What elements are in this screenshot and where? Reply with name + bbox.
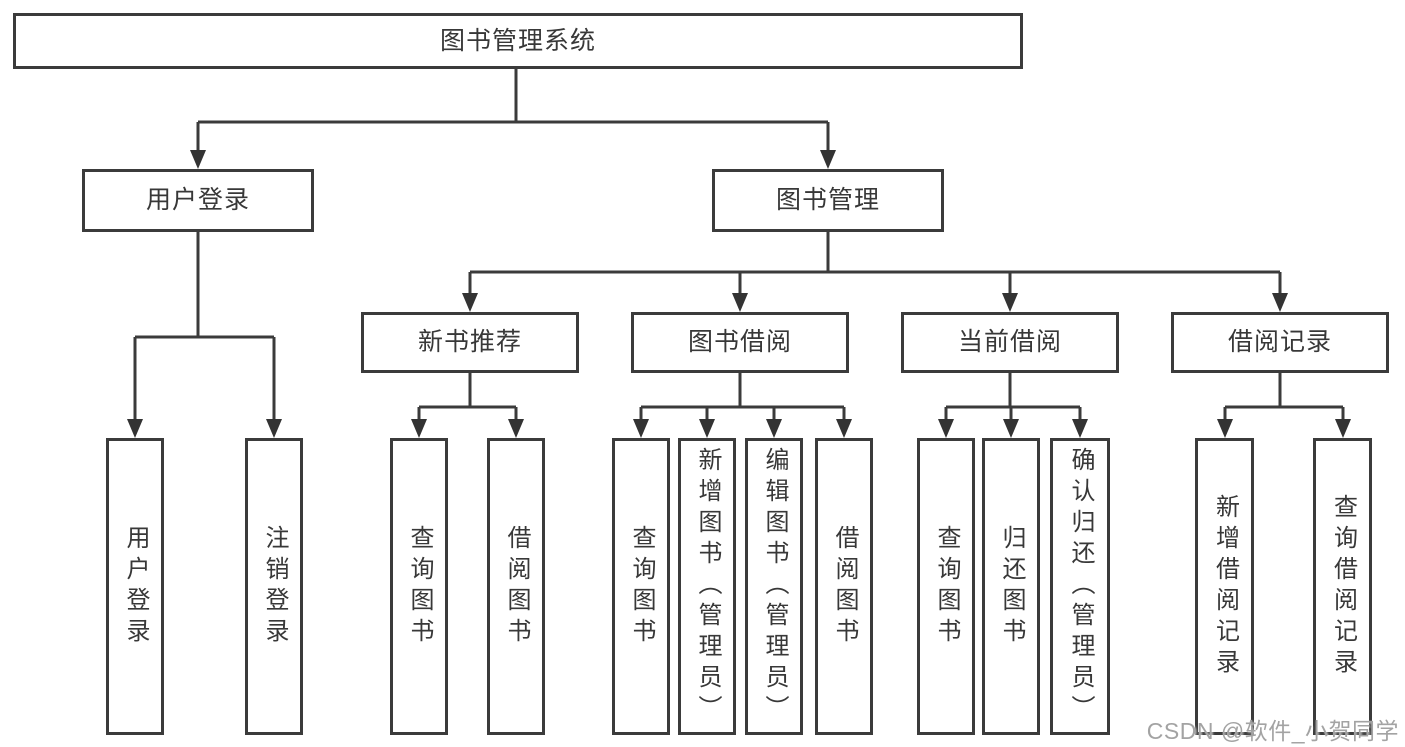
leaf-borrow-books-recommend-label: 借阅图书: [503, 524, 530, 649]
arrowhead: [1072, 419, 1088, 438]
leaf-query-books-current-label: 查询图书: [933, 524, 960, 649]
node-book-management-label: 图书管理: [775, 186, 880, 214]
leaf-query-borrow-record-label: 查询借阅记录: [1329, 493, 1357, 680]
node-current-borrowing-label: 当前借阅: [957, 328, 1062, 356]
node-current-borrowing: 当前借阅: [901, 312, 1119, 373]
leaf-add-borrow-record-label: 新增借阅记录: [1211, 493, 1239, 680]
edge-user-login-to-leaves: [133, 232, 276, 421]
leaf-return-books-label: 归还图书: [998, 524, 1025, 649]
node-book-borrowing-label: 图书借阅: [687, 328, 792, 356]
leaf-borrow-books-borrowing-label: 借阅图书: [831, 524, 858, 649]
leaf-query-borrow-record: 查询借阅记录: [1313, 438, 1372, 735]
leaf-query-books-borrowing-label: 查询图书: [628, 524, 655, 649]
arrowhead: [266, 419, 282, 438]
arrowhead: [1217, 419, 1233, 438]
leaf-add-borrow-record: 新增借阅记录: [1195, 438, 1254, 735]
node-book-borrowing: 图书借阅: [631, 312, 849, 373]
arrowhead: [508, 419, 524, 438]
csdn-watermark: CSDN @软件_小贺同学: [1146, 718, 1399, 744]
arrowhead: [836, 419, 852, 438]
node-new-book-recommend-label: 新书推荐: [417, 328, 522, 356]
arrowhead: [732, 293, 748, 312]
node-borrowing-records-label: 借阅记录: [1227, 328, 1332, 356]
node-user-login-label: 用户登录: [145, 186, 250, 214]
arrowhead: [127, 419, 143, 438]
leaf-borrow-books-recommend: 借阅图书: [487, 438, 545, 735]
arrowhead: [1272, 293, 1288, 312]
leaf-query-books-recommend-label: 查询图书: [406, 524, 433, 649]
edge-new-book-to-leaves: [417, 373, 518, 421]
node-book-management: 图书管理: [712, 169, 944, 232]
leaf-user-login-label: 用户登录: [122, 524, 149, 649]
edge-borrow-rec-to-leaves: [1223, 373, 1345, 421]
leaf-edit-book-admin-label: 编辑图书（管理员）: [761, 447, 788, 726]
leaf-return-books: 归还图书: [982, 438, 1040, 735]
leaf-borrow-books-borrowing: 借阅图书: [815, 438, 873, 735]
leaf-query-books-borrowing: 查询图书: [612, 438, 670, 735]
arrowhead: [820, 150, 836, 169]
arrowhead: [1335, 419, 1351, 438]
arrowhead: [411, 419, 427, 438]
leaf-query-books-recommend: 查询图书: [390, 438, 448, 735]
leaf-edit-book-admin: 编辑图书（管理员）: [745, 438, 803, 735]
arrowhead: [766, 419, 782, 438]
node-borrowing-records: 借阅记录: [1171, 312, 1389, 373]
node-library-system-label: 图书管理系统: [439, 26, 596, 55]
node-new-book-recommend: 新书推荐: [361, 312, 579, 373]
edge-book-borrow-to-leaves: [639, 373, 846, 421]
arrowhead: [633, 419, 649, 438]
arrowhead: [1003, 419, 1019, 438]
arrowhead: [1002, 293, 1018, 312]
arrowhead: [190, 150, 206, 169]
arrowheads: [127, 150, 1351, 438]
leaf-add-book-admin: 新增图书（管理员）: [678, 438, 736, 735]
leaf-user-login: 用户登录: [106, 438, 164, 735]
edge-root-to-level2: [196, 69, 830, 152]
leaf-query-books-current: 查询图书: [917, 438, 975, 735]
leaf-add-book-admin-label: 新增图书（管理员）: [694, 447, 721, 726]
leaf-logout: 注销登录: [245, 438, 303, 735]
arrowhead: [699, 419, 715, 438]
leaf-confirm-return-admin-label: 确认归还（管理员）: [1067, 447, 1094, 726]
arrowhead: [938, 419, 954, 438]
leaf-logout-label: 注销登录: [261, 524, 288, 649]
node-library-system: 图书管理系统: [13, 13, 1023, 69]
edge-cur-borrow-to-leaves: [944, 373, 1082, 421]
edge-book-mgmt-to-level3: [468, 232, 1282, 295]
arrowhead: [462, 293, 478, 312]
leaf-confirm-return-admin: 确认归还（管理员）: [1050, 438, 1110, 735]
node-user-login: 用户登录: [82, 169, 314, 232]
